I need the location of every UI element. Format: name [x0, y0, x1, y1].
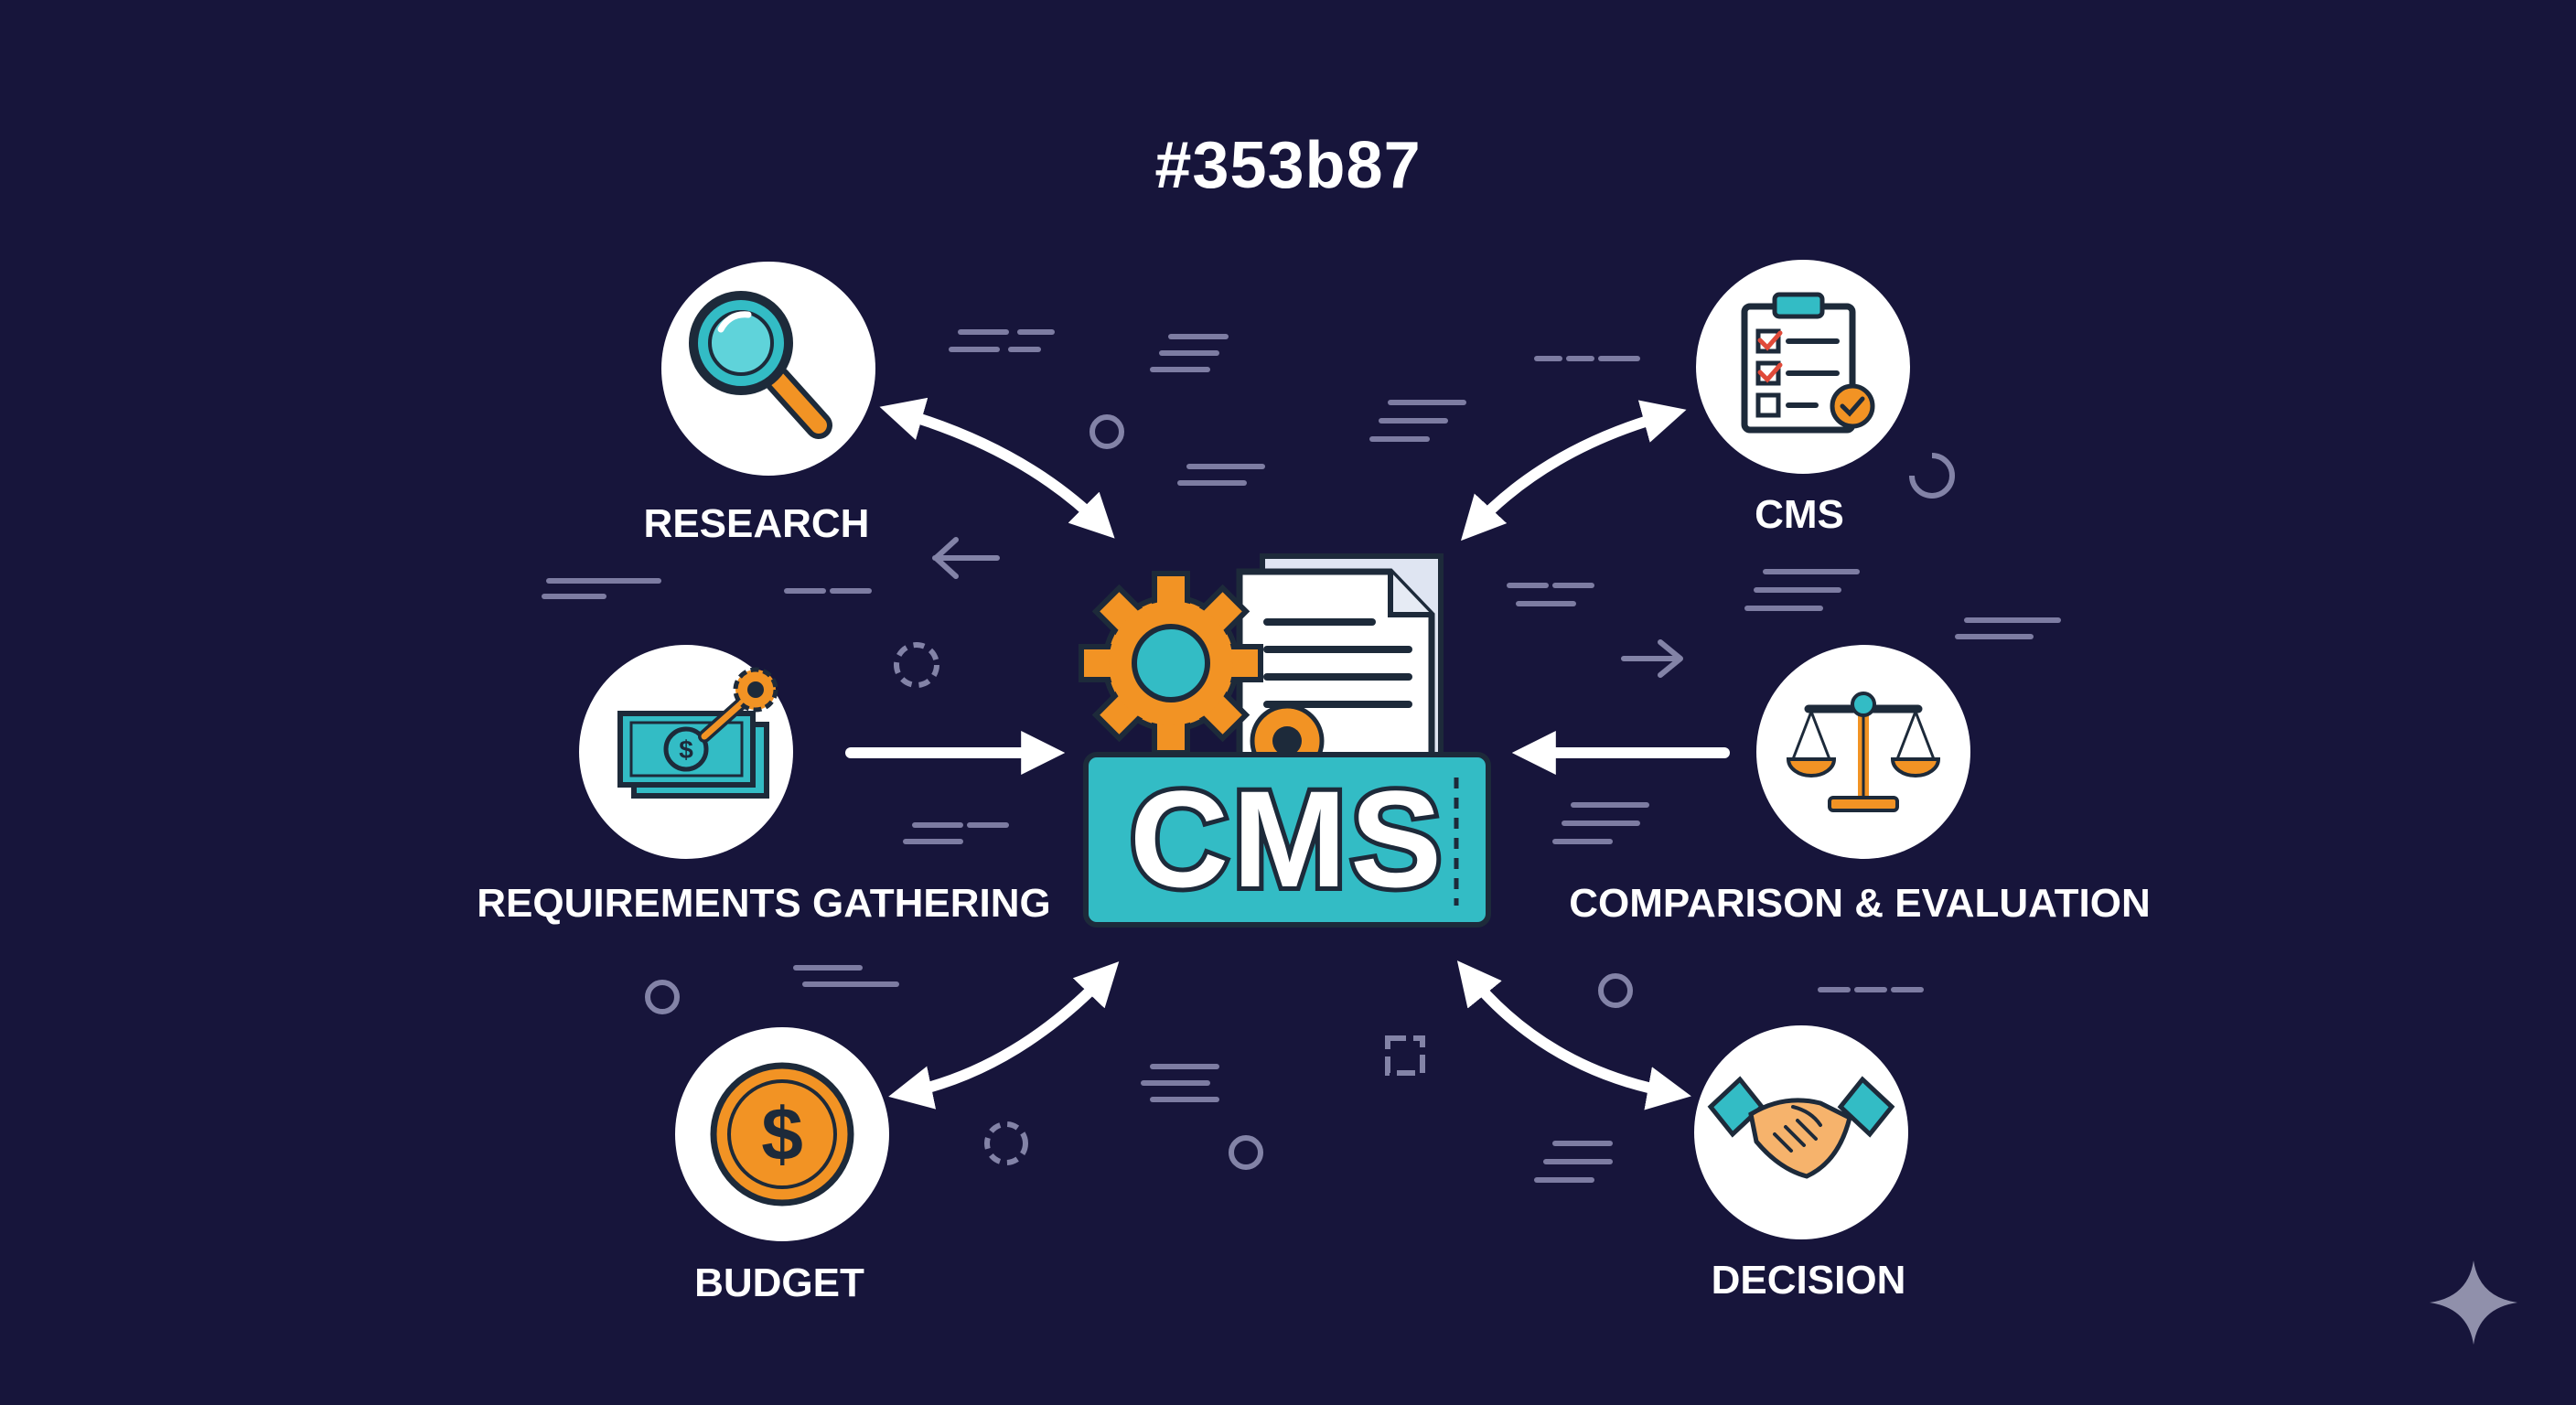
- sparkle-icon: [2430, 1260, 2517, 1345]
- research-node: [661, 262, 875, 476]
- handshake-icon: [1707, 1076, 1895, 1179]
- comparison-evaluation-node: [1756, 645, 1970, 859]
- research-label: RESEARCH: [643, 501, 870, 546]
- svg-text:$: $: [761, 1093, 803, 1176]
- cms-node-label: CMS: [1755, 492, 1844, 537]
- dollar-coin-icon: $: [710, 1062, 854, 1207]
- budget-label: BUDGET: [694, 1260, 864, 1305]
- comparison-evaluation-label: COMPARISON & EVALUATION: [1569, 881, 2151, 926]
- decision-label: DECISION: [1711, 1258, 1906, 1303]
- cms-checklist-node: [1696, 260, 1910, 474]
- scales-icon: [1786, 692, 1941, 812]
- checklist-icon: [1741, 292, 1875, 434]
- budget-node: $: [675, 1027, 889, 1241]
- decorative-dashes: [542, 329, 2061, 1183]
- center-cms-label: CMS: [1125, 757, 1446, 920]
- svg-text:$: $: [679, 735, 693, 764]
- decision-node: [1694, 1025, 1908, 1239]
- requirements-gathering-node: $: [579, 645, 793, 859]
- cms-central-illustration: [1079, 553, 1491, 928]
- diagram-title: #353b87: [1154, 129, 1422, 202]
- requirements-gathering-label: REQUIREMENTS GATHERING: [477, 881, 1051, 926]
- connector-arrows: [845, 397, 1730, 1110]
- magnifier-icon: [689, 291, 832, 439]
- money-gear-icon: $: [617, 667, 778, 799]
